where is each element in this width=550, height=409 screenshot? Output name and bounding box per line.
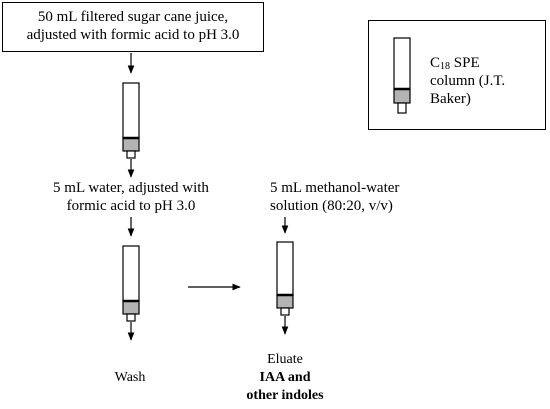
elution-solution-line1: 5 mL methanol-water — [270, 180, 400, 196]
legend-line1: C18 SPE — [430, 55, 480, 72]
sample-box-line1: 50 mL filtered sugar cane juice, — [37, 9, 229, 25]
column-1-tip — [126, 150, 136, 159]
spe-column-1 — [122, 82, 140, 159]
column-3-tip — [280, 307, 290, 316]
eluate-label: Eluate — [267, 352, 303, 367]
wash-output-label: Wash — [114, 370, 146, 385]
sample-box-line2: adjusted with formic acid to pH 3.0 — [26, 27, 240, 43]
legend-box — [368, 20, 546, 130]
eluate-bold-line2: other indoles — [246, 388, 324, 403]
column-2-tip — [126, 313, 136, 322]
wash-solution-label: 5 mL water, adjusted with formic acid to… — [0, 179, 262, 215]
spe-column-2 — [122, 245, 140, 322]
legend-line3: Baker) — [430, 91, 471, 107]
eluate-bold-line1: IAA and — [259, 370, 311, 385]
legend-subscript: 18 — [440, 61, 451, 72]
legend-column-icon — [393, 37, 411, 114]
wash-solution-line2: formic acid to pH 3.0 — [66, 198, 196, 214]
legend-line2: column (J.T. — [430, 73, 506, 89]
legend-label: C18 SPE column (J.T. Baker) — [430, 54, 542, 108]
column-3-packing — [276, 294, 294, 309]
column-2-packing — [122, 300, 140, 315]
wash-solution-line1: 5 mL water, adjusted with — [53, 180, 209, 196]
eluate-output-label: Eluate IAA and other indoles — [225, 351, 345, 405]
column-1-packing — [122, 137, 140, 152]
spe-column-3 — [276, 241, 294, 316]
elution-solution-label: 5 mL methanol-water solution (80:20, v/v… — [270, 179, 420, 215]
sample-box: 50 mL filtered sugar cane juice, adjuste… — [2, 2, 264, 52]
elution-solution-line2: solution (80:20, v/v) — [270, 198, 393, 214]
